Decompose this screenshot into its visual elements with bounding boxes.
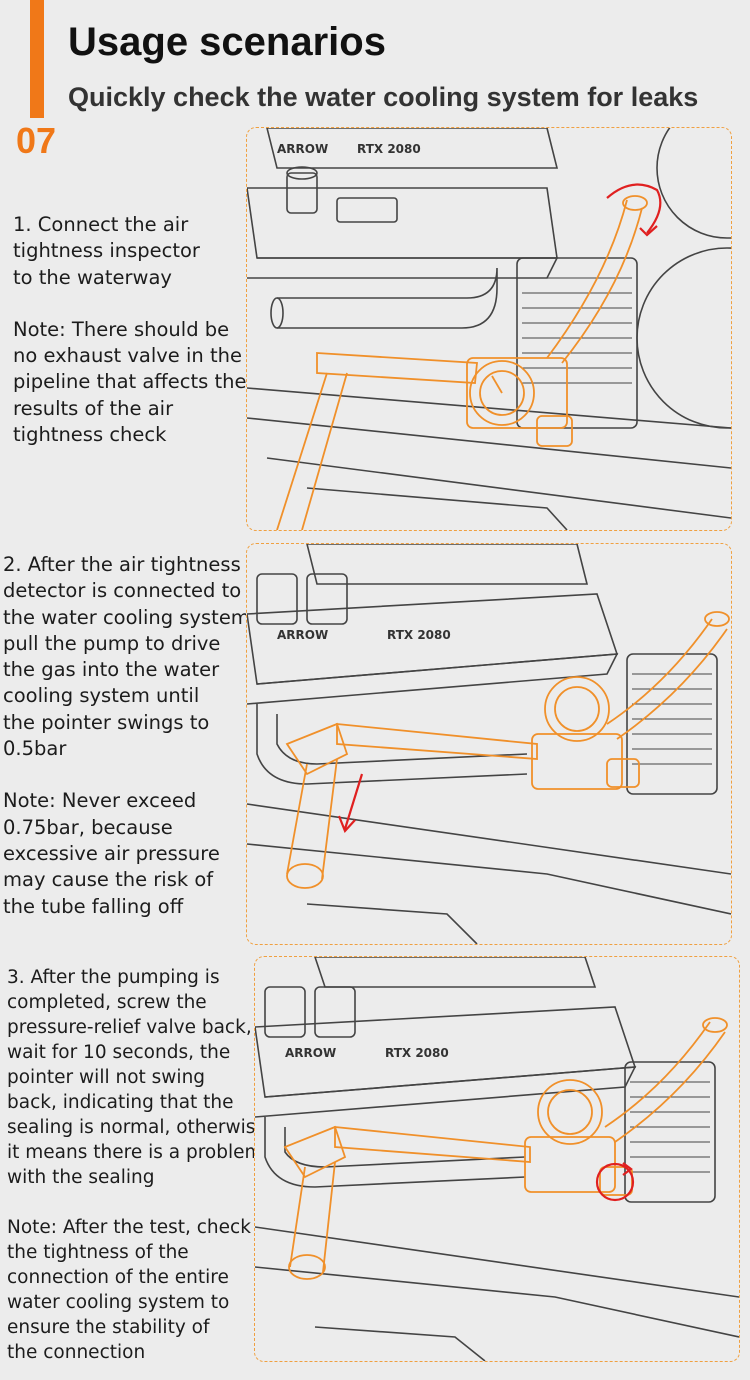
step-1-note-line: no exhaust valve in the xyxy=(13,344,242,368)
step-2-line: pull the pump to drive xyxy=(3,631,221,655)
step-2-note-line: may cause the risk of xyxy=(3,868,214,892)
step-1-line: to the waterway xyxy=(13,265,172,289)
page-subtitle: Quickly check the water cooling system f… xyxy=(68,82,699,112)
page-title: Usage scenarios xyxy=(68,20,386,64)
illustration-step-3: ARROW RTX 2080 xyxy=(254,956,740,1362)
step-3-diagram: ARROW RTX 2080 xyxy=(255,957,739,1361)
step-3-note-line: connection of the entire xyxy=(7,1267,229,1288)
step-2-line: 0.5bar xyxy=(3,737,67,761)
step-3-note-line: water cooling system to xyxy=(7,1292,230,1313)
step-1-line: 1. Connect the air xyxy=(13,213,189,236)
brand-label: ARROW xyxy=(277,142,328,156)
step-3-line: back, indicating that the xyxy=(7,1092,234,1113)
accent-bar xyxy=(30,0,44,118)
gpu-model-label: RTX 2080 xyxy=(357,142,421,156)
step-3-note-line: the connection xyxy=(7,1342,146,1363)
step-2-note-line: 0.75bar, because xyxy=(3,815,173,839)
step-3-line: sealing is normal, otherwise xyxy=(7,1117,267,1138)
step-2-note-line: the tube falling off xyxy=(3,894,184,918)
step-3-note-line: the tightness of the xyxy=(7,1242,189,1263)
step-2-line: 2. After the air tightness xyxy=(3,553,241,576)
step-3-line: wait for 10 seconds, the xyxy=(7,1042,231,1063)
step-3-line: pressure-relief valve back, xyxy=(7,1017,252,1038)
step-2-diagram: ARROW RTX 2080 xyxy=(247,544,731,944)
step-3-line: pointer will not swing xyxy=(7,1067,206,1088)
step-2-text: 2. After the air tightness detector is c… xyxy=(3,552,256,920)
step-3-line: with the sealing xyxy=(7,1167,155,1188)
illustration-step-1: ARROW RTX 2080 xyxy=(246,127,732,531)
gpu-model-label: RTX 2080 xyxy=(385,1046,449,1060)
step-1-text: 1. Connect the air tightness inspector t… xyxy=(13,212,246,448)
step-3-line: 3. After the pumping is xyxy=(7,967,220,988)
step-3-text: 3. After the pumping is completed, screw… xyxy=(7,965,267,1365)
step-2-line: the pointer swings to xyxy=(3,710,210,734)
step-1-note-line: Note: There should be xyxy=(13,317,230,341)
gpu-model-label: RTX 2080 xyxy=(387,628,451,642)
section-number: 07 xyxy=(16,120,57,161)
step-1-diagram: ARROW RTX 2080 xyxy=(247,128,731,530)
step-1-note-line: pipeline that affects the xyxy=(13,370,247,394)
brand-label: ARROW xyxy=(285,1046,336,1060)
step-2-line: detector is connected to xyxy=(3,579,242,603)
step-2-line: cooling system until xyxy=(3,684,200,708)
step-1-line: tightness inspector xyxy=(13,239,200,263)
step-3-note-line: Note: After the test, check xyxy=(7,1217,251,1238)
step-2-line: the water cooling system, xyxy=(3,605,257,629)
step-3-line: completed, screw the xyxy=(7,992,207,1013)
step-2-line: the gas into the water xyxy=(3,658,220,682)
step-3-note-line: ensure the stability of xyxy=(7,1317,210,1338)
step-1-note-line: results of the air xyxy=(13,396,174,420)
step-1-note-line: tightness check xyxy=(13,423,167,447)
step-2-note-line: excessive air pressure xyxy=(3,841,220,865)
step-3-line: it means there is a problem xyxy=(7,1142,263,1163)
illustration-step-2: ARROW RTX 2080 xyxy=(246,543,732,945)
step-2-note-line: Note: Never exceed xyxy=(3,789,197,813)
brand-label: ARROW xyxy=(277,628,328,642)
